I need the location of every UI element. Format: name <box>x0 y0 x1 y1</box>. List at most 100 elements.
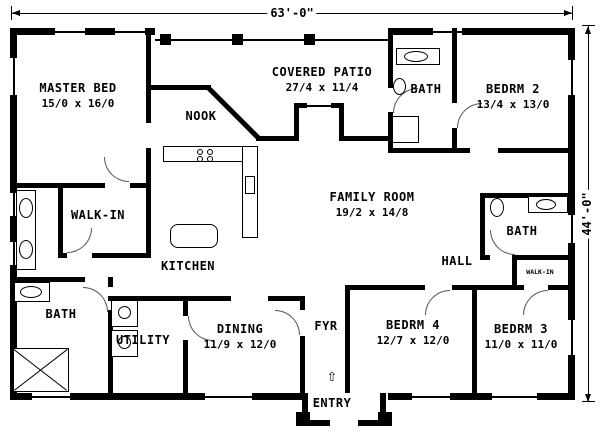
room-name: BATH <box>410 82 442 97</box>
room-name: KITCHEN <box>160 259 216 274</box>
entry-arrow-icon: ⇧ <box>326 366 338 386</box>
wall-segment <box>568 95 575 215</box>
wall-segment <box>92 253 151 258</box>
porch-post <box>378 412 392 426</box>
window-glyph <box>55 31 85 33</box>
room-label-bedrm-4: BEDRM 4 12/7 x 12/0 <box>377 318 450 348</box>
room-label-bath-top: BATH <box>411 82 442 98</box>
arrow-right-icon <box>564 10 572 16</box>
wall-segment <box>537 393 575 400</box>
room-label-bath-right: BATH <box>507 224 538 240</box>
room-name: BATH <box>506 224 538 239</box>
sink-fixture <box>20 286 42 298</box>
wall-segment <box>256 136 298 141</box>
porch-post <box>296 412 310 426</box>
wall-segment <box>450 393 492 400</box>
tub-fixture <box>13 348 69 392</box>
wall-segment <box>146 85 151 123</box>
window-glyph <box>412 396 450 398</box>
room-name: UTILITY <box>115 333 171 348</box>
room-dims: 11/9 x 12/0 <box>203 337 277 351</box>
room-label-covered-patio: COVERED PATIO 27/4 x 11/4 <box>272 65 372 95</box>
wall-segment <box>10 183 105 188</box>
wall-segment <box>10 28 55 35</box>
window-glyph <box>492 396 537 398</box>
wall-segment <box>452 285 524 290</box>
room-name: FYR <box>314 319 338 334</box>
wall-segment <box>268 296 302 301</box>
wall-segment <box>70 393 205 400</box>
patio-edge <box>155 39 390 41</box>
wall-segment <box>130 183 151 188</box>
room-label-entry: ENTRY <box>313 396 352 412</box>
wall-segment <box>300 296 305 310</box>
room-name: WALK-IN <box>526 267 554 276</box>
wall-segment <box>388 148 470 153</box>
kitchen-sink <box>245 176 255 194</box>
washer-door-icon <box>118 306 131 319</box>
wall-segment <box>252 393 302 400</box>
room-name: WALK-IN <box>70 208 126 223</box>
window-glyph <box>571 215 573 243</box>
wall-segment <box>388 28 393 88</box>
room-label-nook: NOOK <box>186 109 217 125</box>
wall-segment <box>339 103 344 141</box>
window-glyph <box>205 396 252 398</box>
room-label-bedrm-3: BEDRM 3 11/0 x 11/0 <box>485 322 558 352</box>
wall-segment <box>10 216 17 242</box>
wall-segment <box>58 253 67 258</box>
room-name: MASTER BED <box>39 81 117 96</box>
wall-segment <box>568 355 575 400</box>
room-dims: 15/0 x 16/0 <box>41 96 115 110</box>
wall-segment <box>10 265 17 400</box>
room-name: NOOK <box>185 109 217 124</box>
wall-segment <box>146 148 151 183</box>
shower-fixture <box>392 116 419 143</box>
window-glyph <box>433 31 462 33</box>
wall-segment <box>183 296 188 316</box>
window-glyph <box>115 31 145 33</box>
patio-post <box>160 34 171 45</box>
wall-segment <box>10 393 32 400</box>
room-label-family-room: FAMILY ROOM 19/2 x 14/8 <box>330 190 415 220</box>
dimension-label-height: 44'-0" <box>580 189 594 239</box>
stove-burner-icon <box>207 149 213 155</box>
wall-segment <box>452 128 457 153</box>
room-name: BEDRM 3 <box>493 322 549 337</box>
wall-segment <box>85 28 115 35</box>
wall-segment <box>340 136 390 141</box>
wall-segment <box>108 296 186 301</box>
dryer-door-icon <box>118 336 131 349</box>
kitchen-island <box>170 224 218 248</box>
room-dims: 19/2 x 14/8 <box>335 205 409 219</box>
window-glyph <box>571 320 573 355</box>
room-name: DINING <box>216 322 264 337</box>
sink-fixture <box>19 240 33 259</box>
wall-segment <box>345 285 350 393</box>
room-name: BEDRM 2 <box>485 82 541 97</box>
wall-segment <box>388 393 412 400</box>
door-arc <box>104 157 129 182</box>
porch-wall <box>308 420 330 426</box>
sink-fixture <box>536 199 556 210</box>
room-label-utility: UTILITY <box>116 333 170 349</box>
dimension-tick <box>572 6 573 20</box>
wall-segment <box>146 85 211 90</box>
wall-segment <box>512 255 568 260</box>
door-arc <box>67 228 92 253</box>
wall-segment <box>452 28 457 103</box>
room-dims: 13/4 x 13/0 <box>476 97 550 111</box>
room-label-walk-in-master: WALK-IN <box>71 208 125 224</box>
dimension-tick <box>582 25 595 26</box>
wall-segment <box>146 183 151 258</box>
door-arc <box>275 310 300 335</box>
room-label-kitchen: KITCHEN <box>161 259 215 275</box>
window-glyph <box>32 396 70 398</box>
slider-door-glyph <box>307 105 331 107</box>
room-dims: 12/7 x 12/0 <box>376 333 450 347</box>
wall-segment <box>462 28 575 35</box>
wall-segment <box>480 193 568 198</box>
door-arc <box>425 290 450 315</box>
room-name: FAMILY ROOM <box>329 190 415 205</box>
